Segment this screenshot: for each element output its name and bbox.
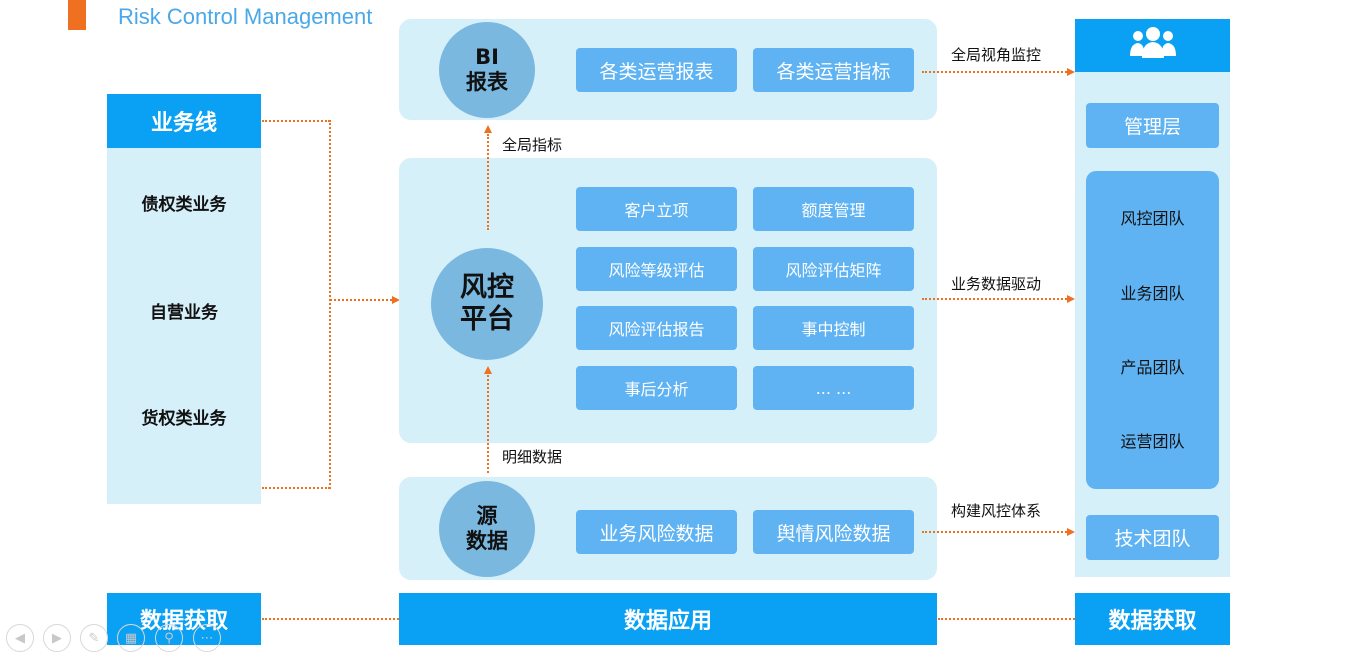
source-data-circle: 源数据 bbox=[439, 481, 535, 577]
detail-data-label: 明细数据 bbox=[502, 448, 563, 466]
source-label-line1: 源 bbox=[476, 503, 498, 528]
right-footer-data-acquisition: 数据获取 bbox=[1075, 593, 1230, 645]
arrow-head bbox=[392, 296, 400, 304]
platform-item: ... ... bbox=[753, 366, 914, 410]
platform-item: 事中控制 bbox=[753, 306, 914, 350]
arrow-head bbox=[484, 125, 492, 133]
team-item: 运营团队 bbox=[1120, 432, 1185, 451]
bi-label-line1: BI bbox=[475, 44, 499, 69]
global-index-label: 全局指标 bbox=[502, 136, 563, 154]
source-item: 舆情风险数据 bbox=[753, 510, 914, 554]
center-footer-data-application: 数据应用 bbox=[399, 593, 937, 645]
platform-item: 风险评估报告 bbox=[576, 306, 737, 350]
build-system-label: 构建风控体系 bbox=[951, 502, 1042, 520]
next-icon[interactable]: ▶ bbox=[43, 624, 71, 652]
more-icon[interactable]: ⋯ bbox=[193, 624, 221, 652]
page-title: Risk Control Management bbox=[118, 4, 373, 29]
left-column bbox=[107, 94, 261, 504]
business-item: 货权类业务 bbox=[141, 409, 227, 429]
business-item: 债权类业务 bbox=[141, 195, 227, 215]
arrow-head bbox=[1067, 68, 1075, 76]
team-item: 业务团队 bbox=[1120, 284, 1185, 303]
platform-item: 额度管理 bbox=[753, 187, 914, 231]
connector-line bbox=[487, 134, 489, 230]
platform-label-line2: 平台 bbox=[460, 304, 514, 335]
pen-icon[interactable]: ✎ bbox=[80, 624, 108, 652]
platform-item: 风险等级评估 bbox=[576, 247, 737, 291]
arrow-head bbox=[484, 366, 492, 374]
connector-line bbox=[262, 618, 399, 620]
data-driven-label: 业务数据驱动 bbox=[951, 275, 1042, 293]
prev-icon[interactable]: ◀ bbox=[6, 624, 34, 652]
right-header bbox=[1075, 19, 1230, 72]
connector-line bbox=[262, 120, 330, 122]
risk-platform-circle: 风控平台 bbox=[431, 248, 543, 360]
management-box: 管理层 bbox=[1086, 103, 1219, 148]
bi-label-line2: 报表 bbox=[466, 70, 508, 94]
source-item: 业务风险数据 bbox=[576, 510, 737, 554]
connector-line bbox=[487, 375, 489, 473]
title-accent-bar bbox=[68, 0, 86, 30]
connector-line bbox=[938, 618, 1075, 620]
connector-line bbox=[262, 487, 330, 489]
platform-item: 事后分析 bbox=[576, 366, 737, 410]
teams-box bbox=[1086, 171, 1219, 489]
team-item: 风控团队 bbox=[1120, 209, 1185, 228]
business-item: 自营业务 bbox=[150, 303, 218, 323]
global-monitor-label: 全局视角监控 bbox=[951, 46, 1042, 64]
business-line-header: 业务线 bbox=[107, 94, 261, 148]
platform-item: 风险评估矩阵 bbox=[753, 247, 914, 291]
connector-line bbox=[922, 531, 1067, 533]
users-icon bbox=[1129, 26, 1177, 66]
tech-team-box: 技术团队 bbox=[1086, 515, 1219, 560]
zoom-icon[interactable]: ⚲ bbox=[155, 624, 183, 652]
arrow-head bbox=[1067, 528, 1075, 536]
platform-item: 客户立项 bbox=[576, 187, 737, 231]
connector-line bbox=[922, 71, 1067, 73]
slides-icon[interactable]: ▦ bbox=[117, 624, 145, 652]
source-label-line2: 数据 bbox=[466, 529, 508, 553]
team-item: 产品团队 bbox=[1120, 358, 1185, 377]
bi-item: 各类运营报表 bbox=[576, 48, 737, 92]
arrow-head bbox=[1067, 295, 1075, 303]
platform-label-line1: 风控 bbox=[460, 271, 514, 303]
bi-item: 各类运营指标 bbox=[753, 48, 914, 92]
connector-line bbox=[922, 298, 1067, 300]
connector-line bbox=[330, 299, 392, 301]
connector-line bbox=[329, 120, 331, 489]
